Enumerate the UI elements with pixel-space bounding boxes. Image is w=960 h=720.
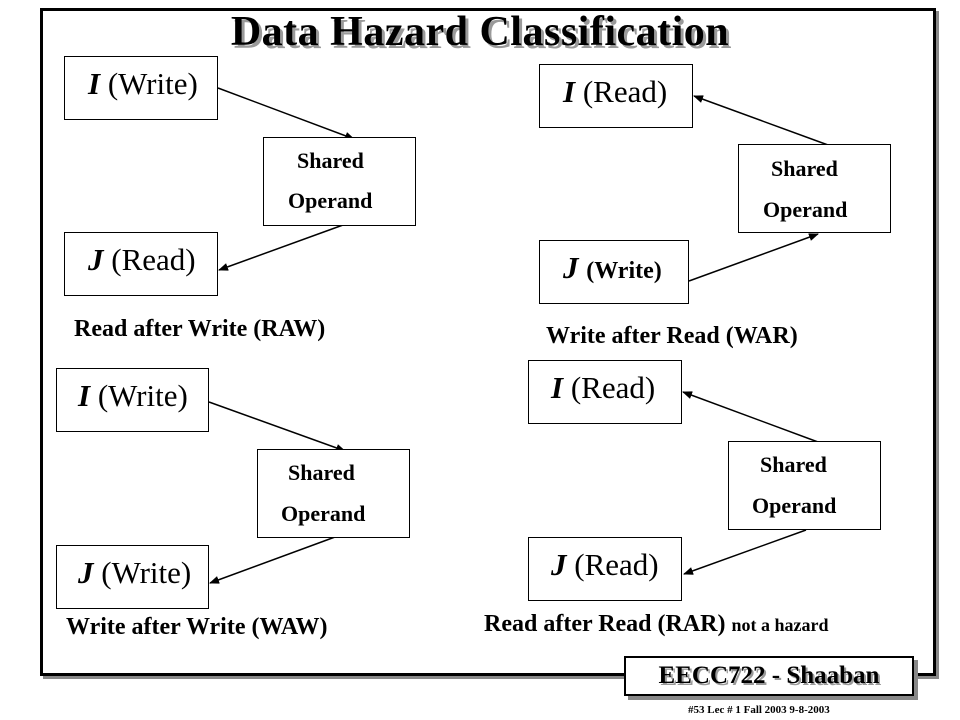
slide-frame — [40, 8, 936, 676]
rar-caption-text: Read after Read (RAR) — [484, 611, 726, 637]
waw-j-label: J (Write) — [78, 555, 191, 591]
rar-j-op: (Read) — [574, 547, 659, 582]
waw-shared-line1: Shared — [288, 460, 355, 485]
raw-j-box — [64, 232, 218, 296]
raw-j-var: J — [88, 242, 104, 277]
rar-i-label: I (Read) — [551, 370, 655, 406]
waw-arrow-operand-to-j — [209, 536, 336, 584]
waw-arrow-i-to-operand — [208, 401, 346, 452]
raw-shared-operand-box — [263, 137, 416, 226]
raw-shared-line2: Operand — [288, 188, 373, 213]
rar-caption-note: not a hazard — [731, 615, 829, 635]
rar-shared-operand-box — [728, 441, 881, 530]
rar-arrow-operand-to-i — [682, 391, 819, 443]
war-shared-line1: Shared — [771, 156, 838, 181]
waw-j-var: J — [78, 555, 94, 590]
rar-shared-line1: Shared — [760, 452, 827, 477]
rar-i-box — [528, 360, 682, 424]
waw-i-var: I — [78, 378, 91, 413]
war-arrow-j-to-operand — [688, 233, 819, 282]
raw-i-label: I (Write) — [88, 66, 198, 102]
rar-arrow-operand-to-j — [683, 529, 807, 575]
war-shared-operand-box — [738, 144, 891, 233]
war-i-label: I (Read) — [563, 74, 667, 110]
waw-shared-line2: Operand — [281, 501, 366, 526]
course-badge: EECC722 - Shaaban — [624, 656, 914, 696]
raw-caption: Read after Write (RAW) — [74, 316, 326, 342]
rar-shared-line2: Operand — [752, 493, 837, 518]
war-j-var: J — [563, 250, 579, 285]
rar-j-var: J — [551, 547, 567, 582]
rar-caption: Read after Read (RAR) not a hazard — [484, 611, 829, 638]
war-i-var: I — [563, 74, 576, 109]
raw-j-op: (Read) — [111, 242, 196, 277]
raw-i-op: (Write) — [107, 66, 198, 101]
rar-j-box — [528, 537, 682, 601]
waw-i-label: I (Write) — [78, 378, 188, 414]
war-arrow-operand-to-i — [693, 95, 829, 146]
raw-arrow-operand-to-j — [218, 224, 344, 271]
raw-arrow-i-to-operand — [217, 87, 355, 140]
war-j-box — [539, 240, 689, 304]
page-title: Data Hazard Classification — [230, 9, 730, 55]
waw-i-op: (Write) — [97, 378, 188, 413]
war-j-op: (Write) — [586, 258, 662, 284]
rar-i-op: (Read) — [570, 370, 656, 405]
war-i-op: (Read) — [582, 74, 668, 109]
raw-shared-line1: Shared — [297, 148, 364, 173]
war-caption: Write after Read (WAR) — [546, 323, 798, 349]
war-j-label: J (Write) — [563, 250, 662, 286]
waw-i-box — [56, 368, 209, 432]
raw-j-label: J (Read) — [88, 242, 196, 278]
slide-info: #53 Lec # 1 Fall 2003 9-8-2003 — [688, 704, 830, 716]
waw-caption: Write after Write (WAW) — [66, 614, 328, 640]
waw-shared-operand-box — [257, 449, 410, 538]
raw-i-var: I — [88, 66, 101, 101]
war-i-box — [539, 64, 693, 128]
rar-j-label: J (Read) — [551, 547, 659, 583]
war-shared-line2: Operand — [763, 197, 848, 222]
course-badge-text: EECC722 - Shaaban — [658, 662, 880, 689]
waw-j-box — [56, 545, 209, 609]
waw-j-op: (Write) — [101, 555, 192, 590]
raw-i-box — [64, 56, 218, 120]
rar-i-var: I — [551, 370, 564, 405]
